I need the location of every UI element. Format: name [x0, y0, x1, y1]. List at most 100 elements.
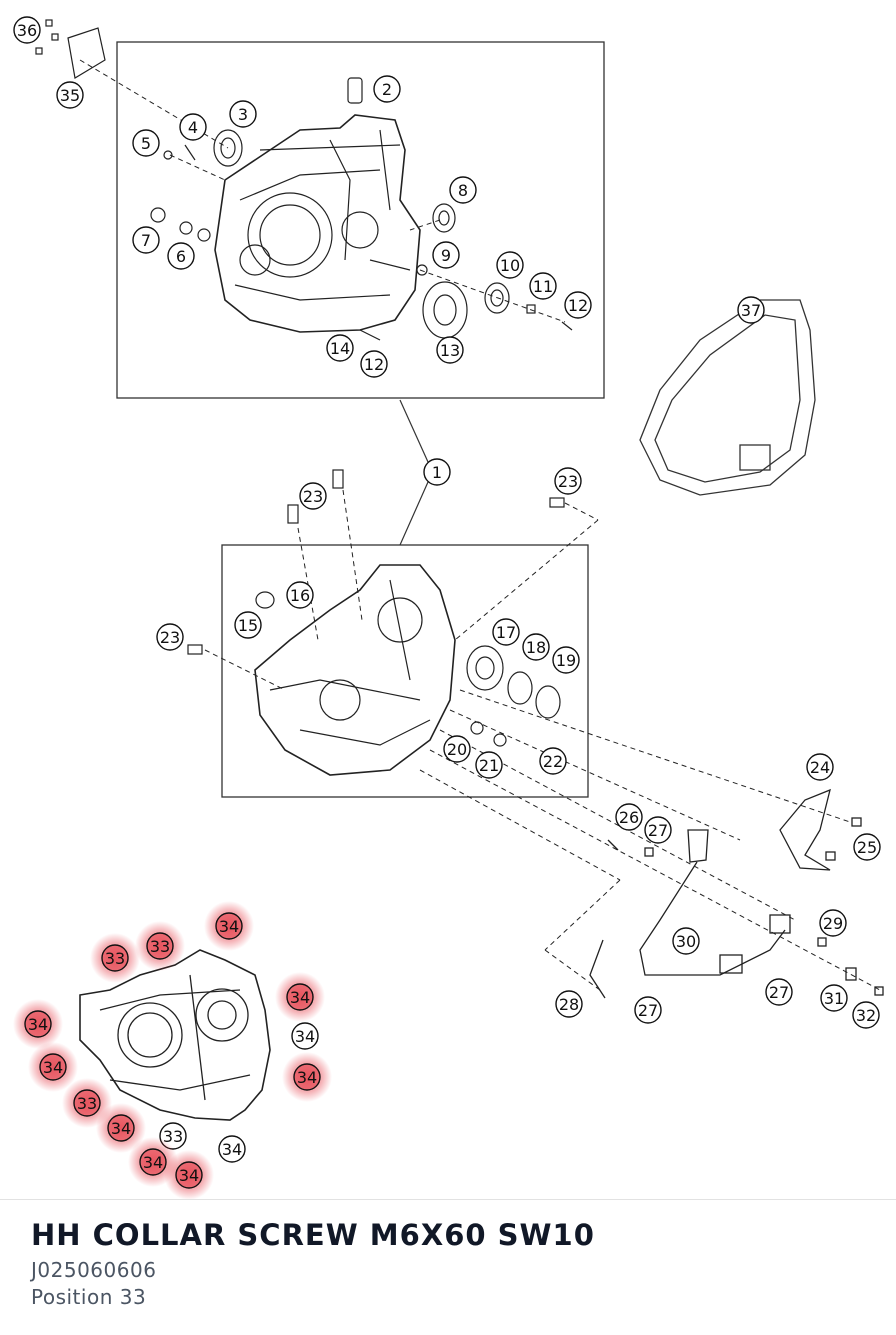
callout-number: 31	[824, 989, 844, 1008]
callout-number: 33	[163, 1127, 183, 1146]
callout-number: 13	[440, 341, 460, 360]
callout-28[interactable]: 28	[555, 990, 583, 1018]
callout-8[interactable]: 8	[449, 176, 477, 204]
callout-15[interactable]: 15	[234, 611, 262, 639]
callout-19[interactable]: 19	[552, 646, 580, 674]
callout-12[interactable]: 12	[564, 291, 592, 319]
callout-11[interactable]: 11	[529, 272, 557, 300]
callout-20[interactable]: 20	[443, 735, 471, 763]
callout-number: 23	[160, 628, 180, 647]
callout-12[interactable]: 12	[360, 350, 388, 378]
callout-number: 3	[238, 105, 248, 124]
callout-24[interactable]: 24	[806, 753, 834, 781]
callout-number: 34	[43, 1058, 63, 1077]
callout-number: 34	[28, 1015, 48, 1034]
callout-27[interactable]: 27	[765, 978, 793, 1006]
callout-number: 7	[141, 231, 151, 250]
part-position: Position 33	[31, 1285, 147, 1309]
callout-13[interactable]: 13	[436, 336, 464, 364]
part-info-panel: HH COLLAR SCREW M6X60 SW10 J025060606 Po…	[31, 1213, 876, 1311]
callout-33-highlighted[interactable]: 33	[90, 933, 140, 983]
callout-1[interactable]: 1	[423, 458, 451, 486]
callout-number: 21	[479, 756, 499, 775]
callout-17[interactable]: 17	[492, 618, 520, 646]
callout-29[interactable]: 29	[819, 909, 847, 937]
callout-27[interactable]: 27	[634, 996, 662, 1024]
callout-34-highlighted[interactable]: 34	[96, 1103, 146, 1153]
callout-number: 29	[823, 914, 843, 933]
callout-number: 32	[856, 1006, 876, 1025]
callout-number: 4	[188, 118, 198, 137]
callout-number: 34	[295, 1027, 315, 1046]
callout-22[interactable]: 22	[539, 747, 567, 775]
cover-plate-part	[35, 19, 106, 79]
callout-27[interactable]: 27	[644, 816, 672, 844]
callout-34-highlighted[interactable]: 34	[13, 999, 63, 1049]
callout-number: 26	[619, 808, 639, 827]
callout-16[interactable]: 16	[286, 581, 314, 609]
callout-23[interactable]: 23	[554, 467, 582, 495]
callout-number: 37	[741, 301, 761, 320]
callout-34-highlighted[interactable]: 34	[282, 1052, 332, 1102]
part-name: HH COLLAR SCREW M6X60 SW10	[31, 1218, 595, 1252]
callout-number: 28	[559, 995, 579, 1014]
callout-23[interactable]: 23	[299, 482, 327, 510]
callout-number: 19	[556, 651, 576, 670]
callout-9[interactable]: 9	[432, 241, 460, 269]
callout-number: 12	[364, 355, 384, 374]
callout-36[interactable]: 36	[13, 16, 41, 44]
callout-number: 17	[496, 623, 516, 642]
callout-number: 23	[303, 487, 323, 506]
divider	[0, 1199, 896, 1200]
callout-2[interactable]: 2	[373, 75, 401, 103]
callout-34-highlighted[interactable]: 34	[164, 1150, 214, 1200]
callout-7[interactable]: 7	[132, 226, 160, 254]
callout-number: 2	[382, 80, 392, 99]
lower-crankcase-group	[187, 469, 881, 991]
callout-number: 25	[857, 838, 877, 857]
callout-26[interactable]: 26	[615, 803, 643, 831]
callout-34-highlighted[interactable]: 34	[128, 1137, 178, 1187]
callout-number: 27	[769, 983, 789, 1002]
callout-32[interactable]: 32	[852, 1001, 880, 1029]
part-number: J025060606	[31, 1258, 157, 1282]
callout-4[interactable]: 4	[179, 113, 207, 141]
callout-number: 36	[17, 21, 37, 40]
callout-number: 11	[533, 277, 553, 296]
callout-number: 27	[648, 821, 668, 840]
callout-number: 30	[676, 932, 696, 951]
callout-number: 22	[543, 752, 563, 771]
callout-number: 5	[141, 134, 151, 153]
callout-number: 33	[77, 1094, 97, 1113]
callout-35[interactable]: 35	[56, 81, 84, 109]
callout-number: 6	[176, 247, 186, 266]
callout-number: 14	[330, 339, 350, 358]
callout-number: 33	[150, 937, 170, 956]
callout-6[interactable]: 6	[167, 242, 195, 270]
callout-33-highlighted[interactable]: 33	[135, 921, 185, 971]
callout-number: 34	[179, 1166, 199, 1185]
callout-number: 34	[111, 1119, 131, 1138]
callout-18[interactable]: 18	[522, 633, 550, 661]
callout-5[interactable]: 5	[132, 129, 160, 157]
callout-31[interactable]: 31	[820, 984, 848, 1012]
callout-34-highlighted[interactable]: 34	[204, 901, 254, 951]
callout-number: 34	[297, 1068, 317, 1087]
callout-number: 10	[500, 256, 520, 275]
callout-number: 16	[290, 586, 310, 605]
callout-23[interactable]: 23	[156, 623, 184, 651]
callout-34[interactable]: 34	[218, 1135, 246, 1163]
callout-34-highlighted[interactable]: 34	[275, 972, 325, 1022]
callout-34-highlighted[interactable]: 34	[28, 1042, 78, 1092]
callout-30[interactable]: 30	[672, 927, 700, 955]
callout-37[interactable]: 37	[737, 296, 765, 324]
callout-25[interactable]: 25	[853, 833, 881, 861]
callout-21[interactable]: 21	[475, 751, 503, 779]
callout-10[interactable]: 10	[496, 251, 524, 279]
callout-14[interactable]: 14	[326, 334, 354, 362]
callout-3[interactable]: 3	[229, 100, 257, 128]
callout-number: 33	[105, 949, 125, 968]
callout-34[interactable]: 34	[291, 1022, 319, 1050]
